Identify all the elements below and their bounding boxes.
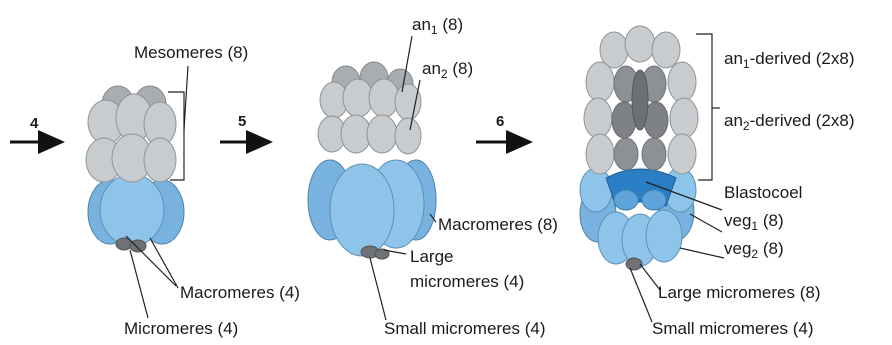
embryo-16-cell (86, 66, 188, 318)
step-arrow-4: 4 (10, 115, 62, 142)
label-large-micromeres-line2: micromeres (4) (410, 272, 524, 291)
step-arrow-5: 5 (220, 113, 270, 142)
step-number: 4 (30, 115, 39, 132)
embryo-60-cell (580, 26, 724, 322)
label-veg2: veg2 (8) (724, 239, 784, 261)
label-an1-derived: an1-derived (2x8) (724, 49, 854, 71)
label-micromeres-4: Micromeres (4) (124, 319, 238, 338)
label-macromeres-4: Macromeres (4) (180, 283, 300, 302)
label-an1: an1 (8) (412, 15, 463, 37)
step-number: 6 (496, 113, 504, 130)
label-veg1: veg1 (8) (724, 211, 784, 233)
label-large-micromeres-line1: Large (410, 247, 453, 266)
label-an2: an2 (8) (422, 59, 473, 81)
label-an2-derived: an2-derived (2x8) (724, 111, 854, 133)
label-small-micromeres-4: Small micromeres (4) (384, 319, 546, 338)
step-number: 5 (238, 113, 246, 130)
label-macromeres-8: Macromeres (8) (438, 215, 558, 234)
label-mesomeres: Mesomeres (8) (134, 43, 248, 62)
step-arrow-6: 6 (476, 113, 530, 142)
label-small-micromeres-4-stage3: Small micromeres (4) (652, 319, 814, 338)
label-large-micromeres-8: Large micromeres (8) (658, 283, 821, 302)
label-blastocoel: Blastocoel (724, 183, 802, 202)
